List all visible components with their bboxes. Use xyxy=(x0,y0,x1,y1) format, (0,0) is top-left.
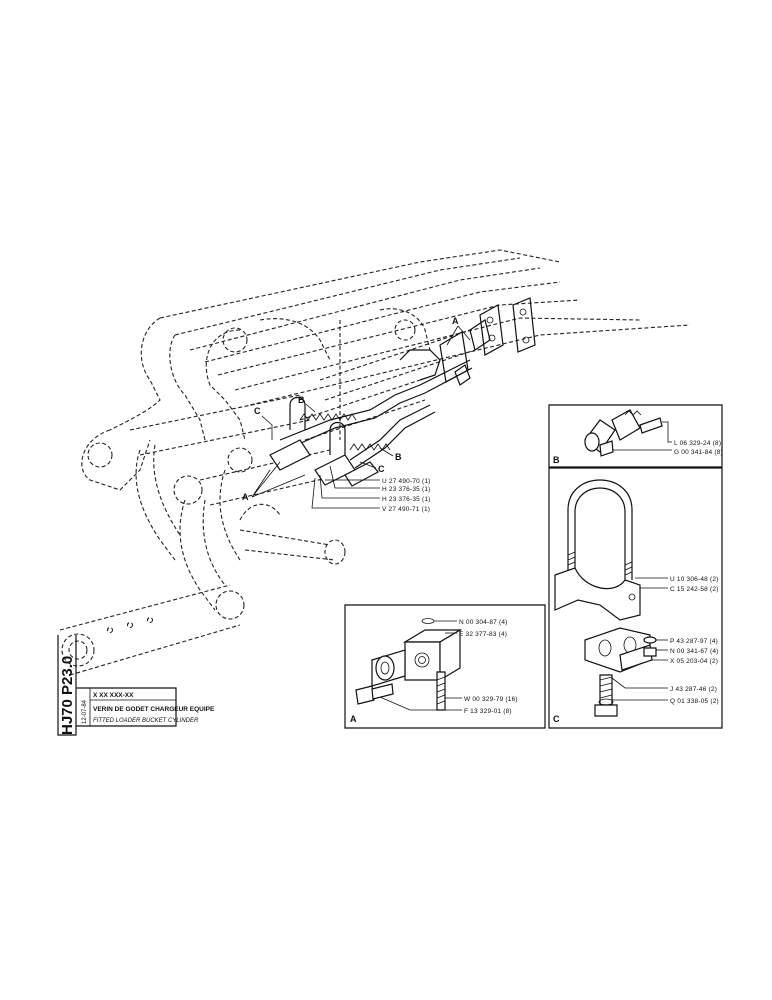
part-label: U 27 490-70 (1) xyxy=(382,478,431,485)
part-label: G 00 341-84 (8) xyxy=(674,449,723,456)
detail-a-letter: A xyxy=(350,714,357,724)
callout-letter: C xyxy=(254,406,261,416)
part-label: J 43 287-46 (2) xyxy=(670,686,717,693)
callout-letter: B xyxy=(298,395,305,405)
part-label: X 05 203-04 (2) xyxy=(670,658,718,665)
part-label: H 23 376-35 (1) xyxy=(382,486,431,493)
detail-c-letter: C xyxy=(553,714,560,724)
callout-letter: A xyxy=(242,492,249,502)
drawing-code: HJ70 P23.0 xyxy=(59,656,76,735)
part-label: C 15 242-58 (2) xyxy=(670,586,719,593)
reference-number: X XX XXX-XX xyxy=(93,692,134,699)
part-label: Q 01 338-05 (2) xyxy=(670,698,719,705)
hydraulic-lines xyxy=(269,349,473,487)
drawing-date: 12-07-84 xyxy=(82,699,88,724)
part-label: F 13 329-01 (8) xyxy=(464,708,512,715)
part-label: P 43 287-97 (4) xyxy=(670,638,718,645)
part-label: V 27 490-71 (1) xyxy=(382,506,430,513)
part-label: E 32 377-83 (4) xyxy=(459,631,507,638)
detail-b-letter: B xyxy=(553,455,560,465)
part-label: H 23 376-35 (1) xyxy=(382,496,431,503)
detail-b: B L 06 329-24 (8) G 00 341-84 (8) xyxy=(548,404,723,468)
title-french: VERIN DE GODET CHARGEUR EQUIPE xyxy=(93,706,215,713)
callout-letter: C xyxy=(378,464,385,474)
part-label: L 06 329-24 (8) xyxy=(674,440,721,447)
callout-letter: B xyxy=(395,452,402,462)
part-label: N 00 304-87 (4) xyxy=(459,619,508,626)
part-label: W 00 329-79 (16) xyxy=(464,696,518,703)
detail-c: C U 10 306-48 (2) C 15 242-58 (2) P 43 2… xyxy=(548,467,723,729)
main-view-callouts: A B C B C A xyxy=(242,316,471,502)
title-block: HJ70 P23.0 X XX XXX-XX 12-07-84 VERIN DE… xyxy=(57,635,215,736)
main-view-labels: U 27 490-70 (1) H 23 376-35 (1) H 23 376… xyxy=(311,465,431,513)
callout-letter: A xyxy=(452,316,459,326)
part-label: U 10 306-48 (2) xyxy=(670,576,719,583)
title-english: FITTED LOADER BUCKET CYLINDER xyxy=(93,718,199,724)
cylinder-end-plates xyxy=(439,297,536,383)
detail-a: A N 00 304-87 (4) E 32 377-83 (4) W 00 3… xyxy=(344,604,546,729)
part-label: N 00 341-67 (4) xyxy=(670,648,719,655)
loader-arm-outline xyxy=(59,249,691,676)
